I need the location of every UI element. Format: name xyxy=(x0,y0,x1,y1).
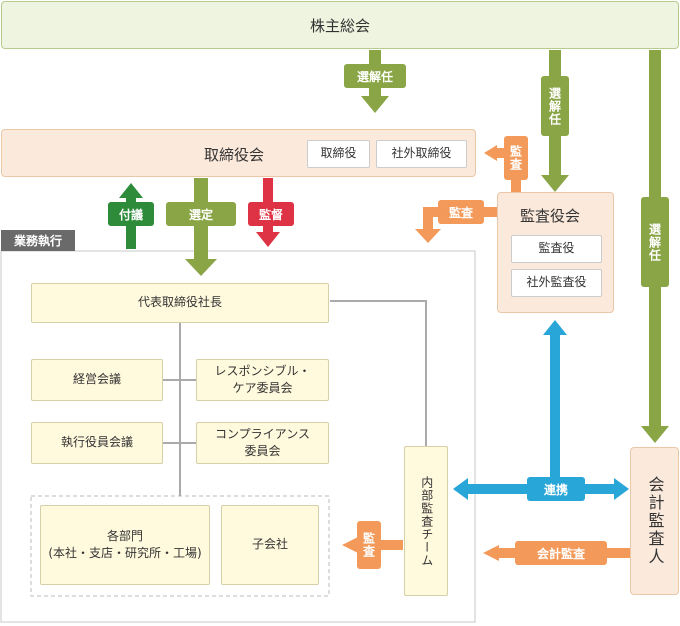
tag-audit-board-to-board: 監査 xyxy=(504,136,528,180)
board-of-directors-label: 取締役会 xyxy=(204,146,265,164)
departments-sublabel: (本社・支店・研究所・工場) xyxy=(48,546,202,560)
execution-area-frame xyxy=(0,250,476,623)
tag-elect-audit: 選解任 xyxy=(541,76,569,136)
internal-audit-team-label: 内部監査チーム xyxy=(419,475,434,567)
audit-board-box: 監査役会 監査役 社外監査役 xyxy=(497,192,614,313)
tag-submit: 付議 xyxy=(108,202,154,226)
president-box: 代表取締役社長 xyxy=(31,283,329,323)
board-member-director: 取締役 xyxy=(307,140,370,168)
tag-internal-audit: 監査 xyxy=(357,521,381,569)
audit-board-member-outside-auditor: 社外監査役 xyxy=(511,269,602,297)
internal-audit-team-box: 内部監査チーム xyxy=(404,446,448,596)
execution-tab: 業務執行 xyxy=(1,230,75,251)
executive-officers-meeting-box: 執行役員会議 xyxy=(31,422,163,464)
management-meeting-box: 経営会議 xyxy=(31,359,163,401)
departments-box: 各部門 (本社・支店・研究所・工場) xyxy=(40,505,210,585)
tag-appoint: 選定 xyxy=(166,202,236,226)
tag-elect-accounting: 選解任 xyxy=(641,197,669,287)
subsidiaries-box: 子会社 xyxy=(221,505,319,585)
tag-elect-board: 選解任 xyxy=(344,64,406,88)
shareholders-meeting-label: 株主総会 xyxy=(309,16,370,35)
compliance-committee-box: コンプライアンス 委員会 xyxy=(196,422,329,464)
responsible-care-committee-box: レスポンシブル・ ケア委員会 xyxy=(196,359,329,401)
shareholders-meeting-box: 株主総会 xyxy=(1,1,679,49)
tag-accounting-audit: 会計監査 xyxy=(515,541,607,565)
departments-label: 各部門 xyxy=(106,528,143,543)
accounting-auditor-box: 会計監査人 xyxy=(630,447,679,595)
board-of-directors-box: 取締役会 取締役 社外取締役 xyxy=(1,129,476,177)
tag-cooperation: 連携 xyxy=(527,477,585,501)
audit-board-member-auditor: 監査役 xyxy=(511,235,602,263)
tag-supervise: 監督 xyxy=(248,202,294,226)
accounting-auditor-label: 会計監査人 xyxy=(645,476,665,566)
tag-audit-board-to-exec: 監査 xyxy=(438,200,484,224)
audit-board-label: 監査役会 xyxy=(520,207,581,225)
board-member-outside-director: 社外取締役 xyxy=(376,140,467,168)
